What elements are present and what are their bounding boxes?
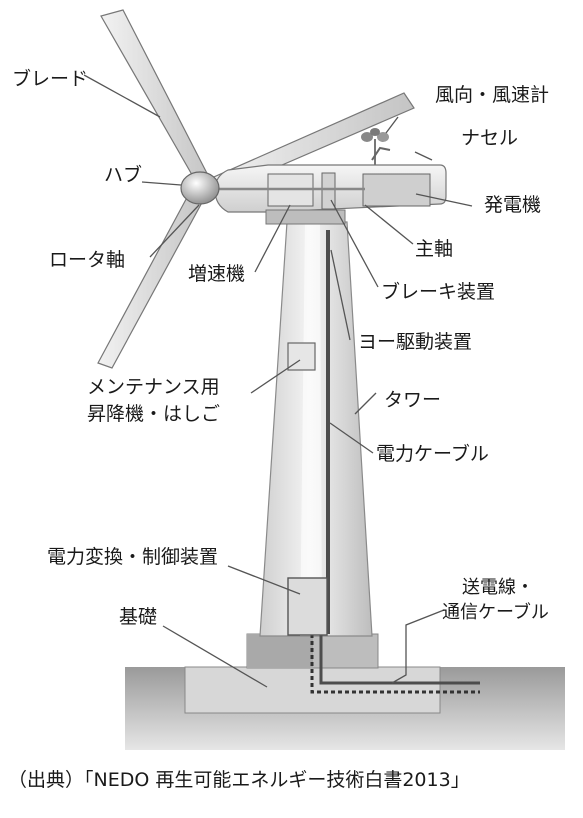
leader-lines xyxy=(83,74,473,688)
label-anemometer: 風向・風速計 xyxy=(435,84,549,106)
tower xyxy=(259,221,373,637)
label-foundation: 基礎 xyxy=(119,606,157,628)
power-cable xyxy=(310,230,480,694)
foundation xyxy=(184,633,441,714)
label-gearbox: 増速機 xyxy=(188,263,245,285)
label-blade: ブレード xyxy=(12,67,88,90)
source-caption: （出典）「NEDO 再生可能エネルギー技術白書2013」 xyxy=(8,769,470,791)
power-conversion-box xyxy=(287,577,328,636)
label-maintenance-line2: 昇降機・はしご xyxy=(87,403,220,425)
label-hub: ハブ xyxy=(104,163,142,186)
blade-upper-left xyxy=(100,9,214,188)
hub xyxy=(180,171,220,205)
label-transmission-line2: 通信ケーブル xyxy=(442,601,549,623)
anemometer xyxy=(361,128,391,165)
generator-box xyxy=(362,173,431,207)
label-yaw-drive: ヨー駆動装置 xyxy=(358,331,472,353)
label-power-conversion: 電力変換・制御装置 xyxy=(47,546,218,568)
label-power-cable: 電力ケーブル xyxy=(376,442,489,465)
nacelle xyxy=(214,164,447,225)
brake-box xyxy=(321,172,336,210)
labels: ブレード 風向・風速計 ナセル ハブ 発電機 主軸 ロータ軸 増速機 ブレーキ装… xyxy=(12,67,549,628)
label-brake: ブレーキ装置 xyxy=(381,280,495,303)
label-main-shaft: 主軸 xyxy=(415,238,453,260)
label-generator: 発電機 xyxy=(484,194,541,216)
label-nacelle: ナセル xyxy=(461,127,518,149)
label-transmission-line1: 送電線・ xyxy=(462,577,534,598)
label-tower: タワー xyxy=(384,389,441,411)
label-maintenance-line1: メンテナンス用 xyxy=(87,376,220,398)
label-rotor-shaft: ロータ軸 xyxy=(49,249,125,271)
